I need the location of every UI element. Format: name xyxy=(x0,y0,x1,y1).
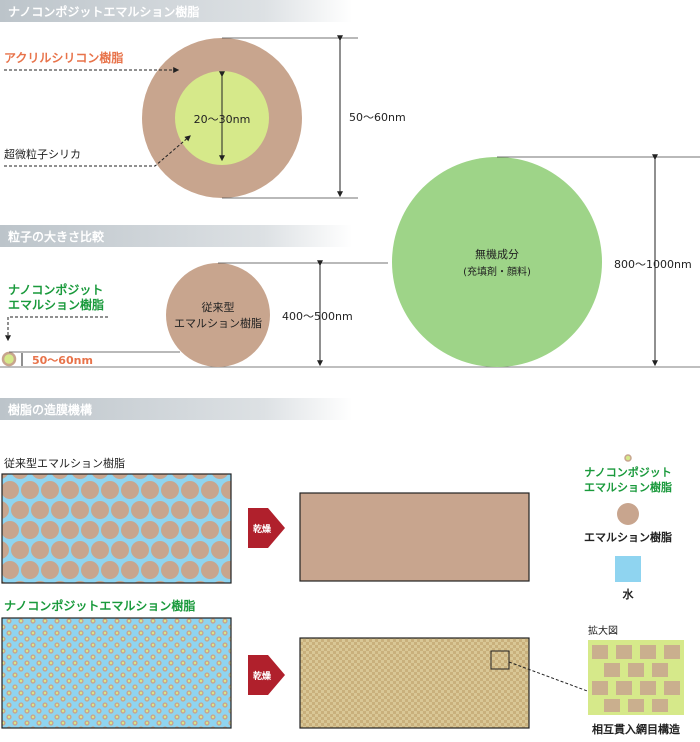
legend-emulsion-swatch xyxy=(617,503,639,525)
dry-label-1: 乾燥 xyxy=(253,523,272,535)
conventional-film-title: 従来型エマルション樹脂 xyxy=(4,456,125,470)
section-header-2: 粒子の大きさ比較 xyxy=(0,225,352,247)
conventional-label-line2: エマルション樹脂 xyxy=(174,316,262,330)
magnified-view xyxy=(588,640,684,715)
silica-label: 超微粒子シリカ xyxy=(4,147,81,161)
dry-arrow-1: 乾燥 xyxy=(248,508,285,548)
inorganic-size-label: 800～1000nm xyxy=(614,258,692,271)
inorganic-label-line1: 無機成分 xyxy=(475,247,519,261)
legend: ナノコンポジット エマルション樹脂 エマルション樹脂 水 xyxy=(584,454,672,601)
legend-water-swatch xyxy=(615,556,641,582)
conventional-label-line1: 従来型 xyxy=(202,300,235,314)
inorganic-label-line2: (充填剤・顔料) xyxy=(463,265,531,278)
magnify-box xyxy=(490,650,510,670)
nano-film-title: ナノコンポジットエマルション樹脂 xyxy=(4,598,195,613)
conventional-size-label: 400～500nm xyxy=(282,310,353,323)
nano-particle xyxy=(1,351,17,367)
interpenetrating-network-label: 相互貫入網目構造 xyxy=(592,722,681,736)
inorganic-particle xyxy=(392,157,602,367)
section-title-1: ナノコンポジットエマルション樹脂 xyxy=(8,4,199,19)
legend-water-label: 水 xyxy=(623,587,635,601)
film-formation: 従来型エマルション樹脂 乾燥 ナノコンポジットエマルション樹脂 乾燥 拡大図 xyxy=(1,456,684,736)
magnified-label: 拡大図 xyxy=(588,624,618,637)
conventional-dry-film xyxy=(299,492,530,582)
dry-arrow-2: 乾燥 xyxy=(248,655,285,695)
legend-nano-line1: ナノコンポジット xyxy=(584,465,671,479)
conventional-emulsion-particle xyxy=(166,263,270,367)
nano-size-label: 50～60nm xyxy=(32,354,93,367)
legend-emulsion-label: エマルション樹脂 xyxy=(584,530,672,544)
dry-label-2: 乾燥 xyxy=(253,670,272,682)
section-header-1: ナノコンポジットエマルション樹脂 xyxy=(0,0,352,22)
nano-label-line2: エマルション樹脂 xyxy=(8,297,104,312)
section-title-3: 樹脂の造膜機構 xyxy=(8,402,92,417)
legend-nano-line2: エマルション樹脂 xyxy=(584,480,672,494)
size-comparison: 無機成分 (充填剤・顔料) 800～1000nm 従来型 エマルション樹脂 40… xyxy=(0,154,700,368)
nano-wet-film xyxy=(1,617,232,729)
inner-size-label: 20～30nm xyxy=(194,113,251,126)
legend-nano-swatch xyxy=(624,454,632,462)
particle-structure: 20～30nm 50～60nm アクリルシリコン樹脂 超微粒子シリカ xyxy=(4,35,406,199)
section-title-2: 粒子の大きさ比較 xyxy=(8,229,105,244)
nano-label-line1: ナノコンポジット xyxy=(8,282,103,297)
outer-size-label: 50～60nm xyxy=(349,111,406,124)
acrylic-silicone-label: アクリルシリコン樹脂 xyxy=(4,50,123,65)
conventional-wet-film xyxy=(1,473,232,584)
section-header-3: 樹脂の造膜機構 xyxy=(0,398,352,420)
